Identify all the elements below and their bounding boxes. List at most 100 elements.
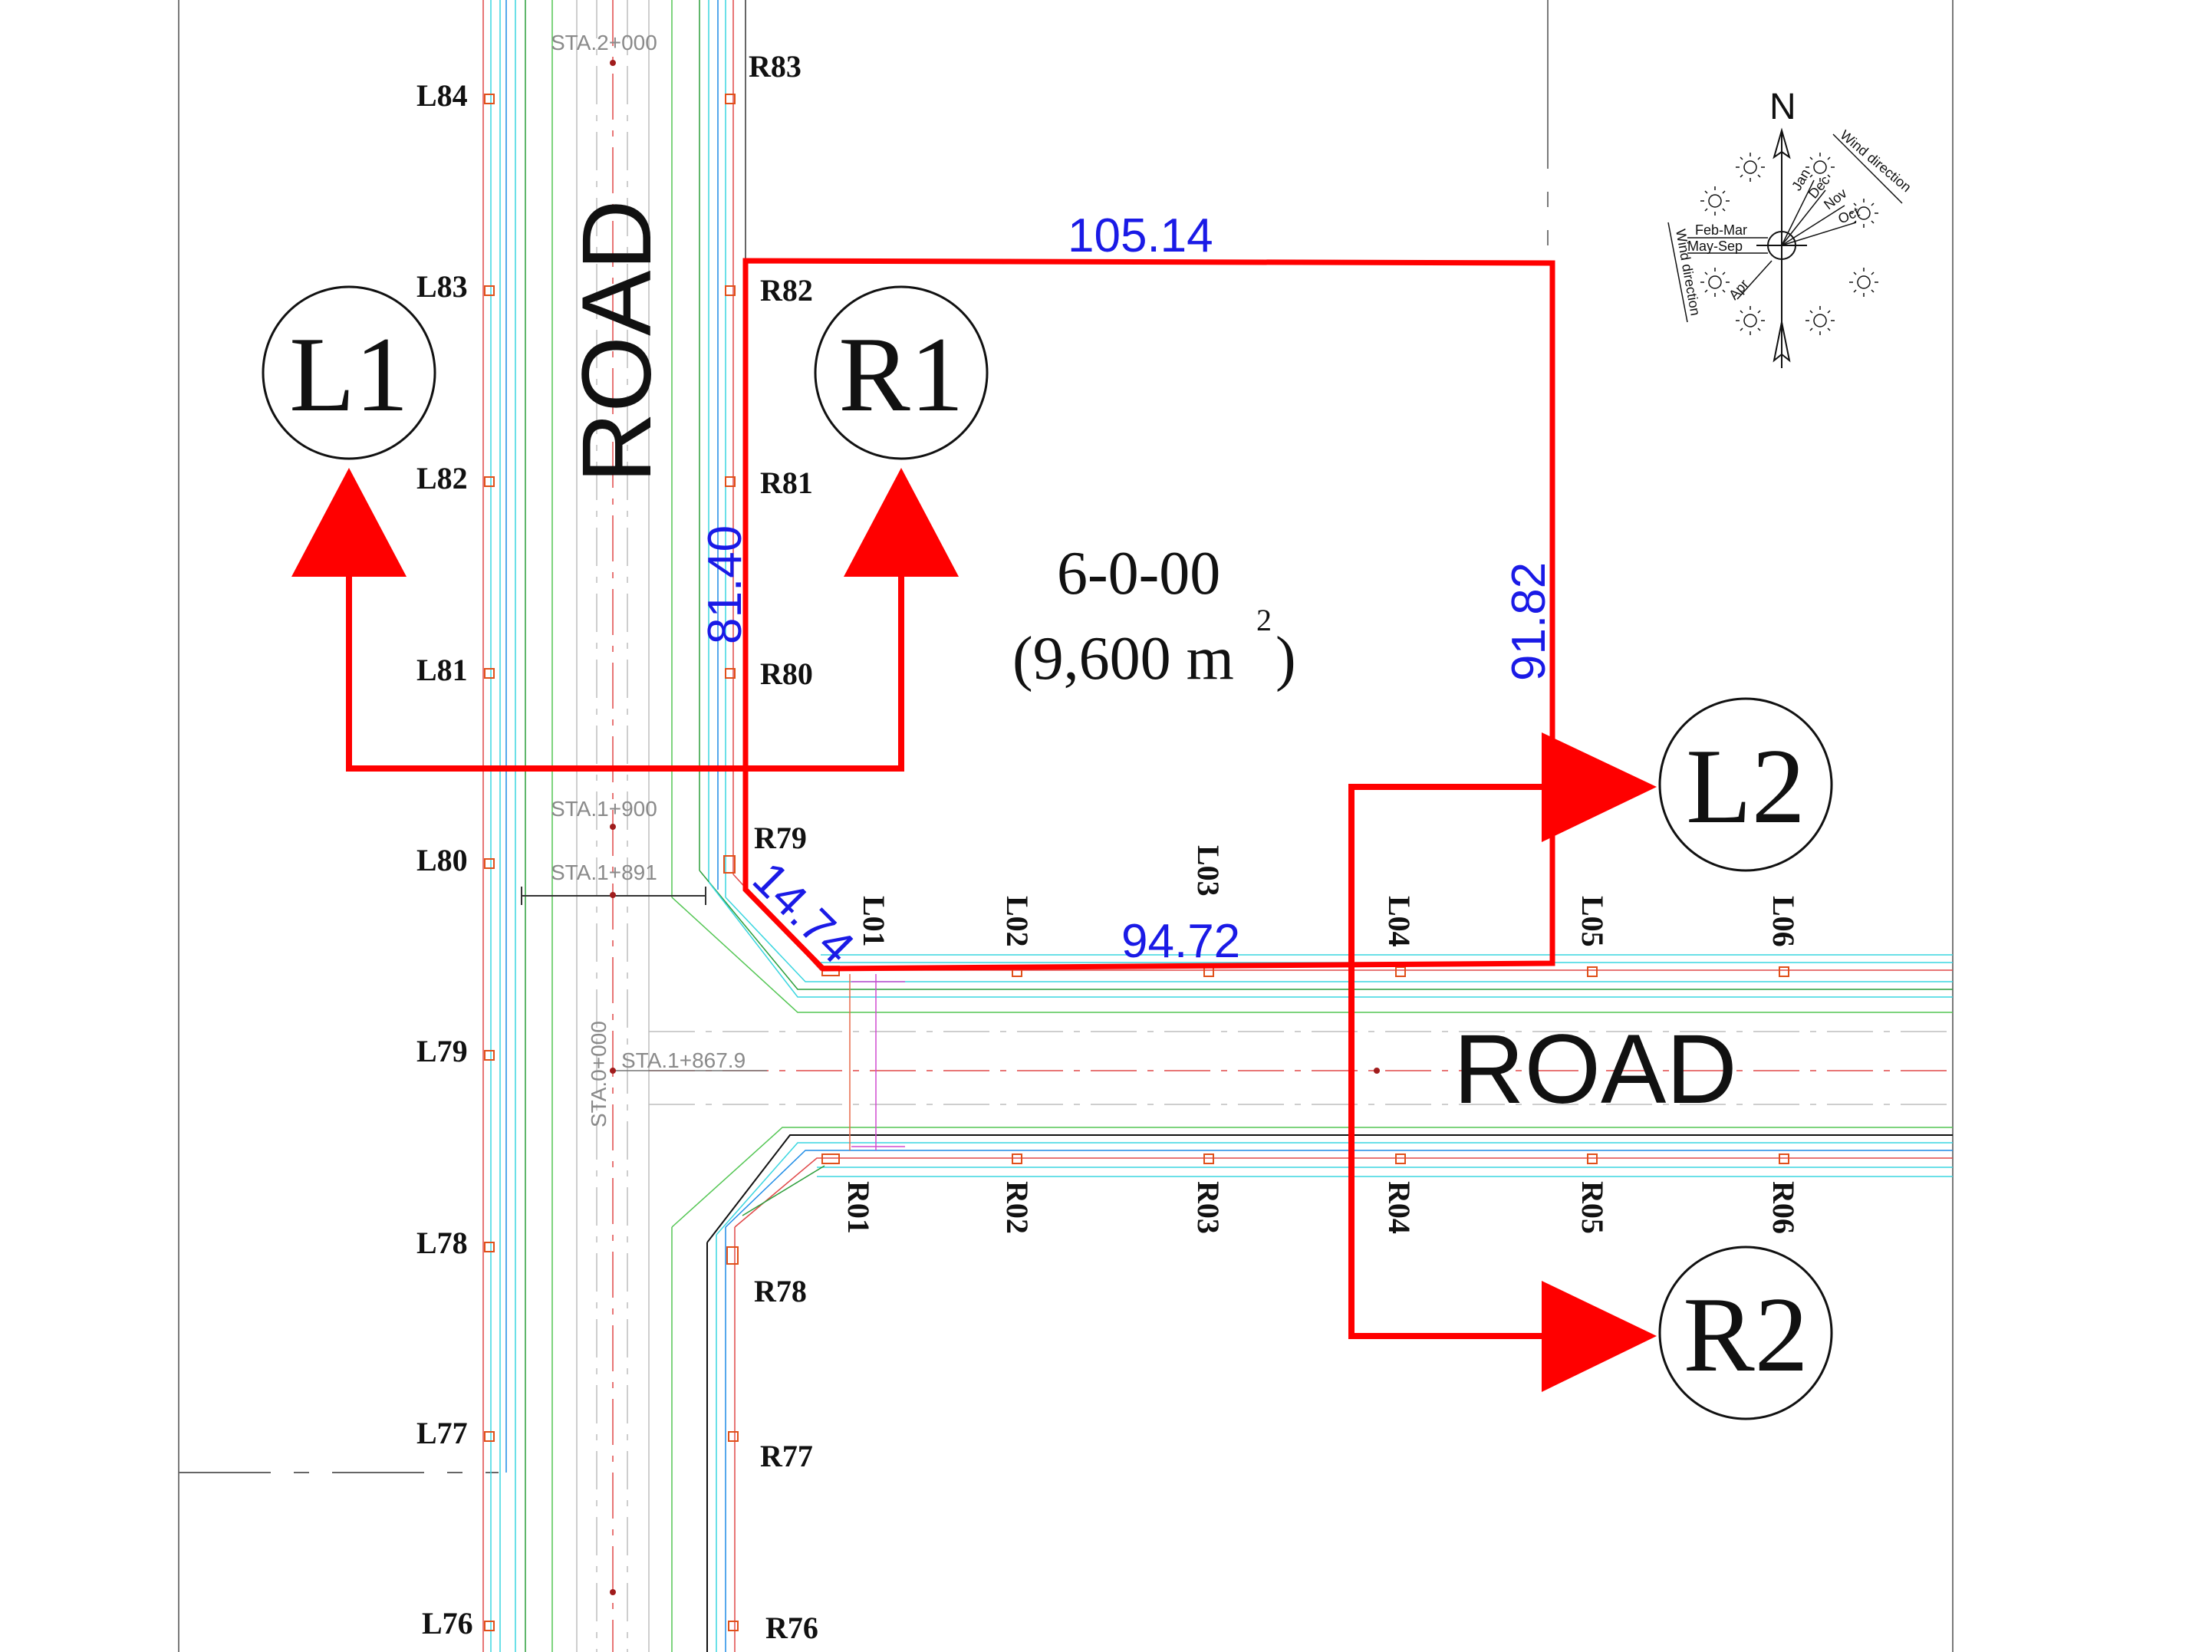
dimension-chamfer: 14.74 (742, 852, 864, 974)
peg-label-l82: L82 (416, 461, 468, 495)
peg-label-l77: L77 (416, 1416, 468, 1450)
month-feb-mar: Feb-Mar (1695, 222, 1747, 238)
section-marker-r1-label: R1 (838, 315, 963, 434)
dimension-left: 81.40 (699, 525, 752, 644)
peg-marker (728, 1431, 739, 1442)
section-marker-r2: R2 (1658, 1246, 1833, 1420)
peg-label-l05: L05 (1575, 896, 1610, 947)
station-point (610, 824, 616, 830)
peg-marker (821, 1153, 840, 1164)
section-marker-r1: R1 (814, 285, 989, 460)
peg-marker (1395, 966, 1406, 977)
peg-label-l83: L83 (416, 269, 468, 304)
arrow-up-r1 (844, 468, 959, 577)
station-label-0000: STA.0+000 (587, 1021, 611, 1127)
arrow-right-l2 (1542, 732, 1657, 842)
station-point (610, 1068, 616, 1074)
peg-marker (484, 1431, 495, 1442)
peg-marker (484, 476, 495, 487)
peg-label-r79: R79 (754, 821, 807, 855)
peg-label-l81: L81 (416, 653, 468, 687)
peg-marker (1587, 1153, 1598, 1164)
peg-marker (1587, 966, 1598, 977)
peg-label-l02: L02 (1000, 896, 1035, 947)
peg-label-l76: L76 (422, 1606, 473, 1640)
arrow-up-l1 (291, 468, 407, 577)
peg-label-l01: L01 (857, 896, 891, 947)
sun-icon (1700, 268, 1730, 297)
peg-label-r80: R80 (760, 657, 813, 691)
section-arrows (291, 468, 1657, 1392)
peg-label-r05: R05 (1575, 1181, 1610, 1234)
peg-label-r81: R81 (760, 466, 813, 500)
peg-marker (723, 855, 736, 874)
peg-label-r82: R82 (760, 273, 813, 308)
peg-marker (725, 668, 736, 679)
area-sqm-close: ) (1276, 625, 1296, 693)
peg-label-l03: L03 (1191, 845, 1226, 897)
station-point (610, 892, 616, 898)
peg-marker (725, 476, 736, 487)
peg-label-r77: R77 (760, 1439, 813, 1473)
peg-marker (484, 94, 495, 104)
peg-marker (1779, 1153, 1789, 1164)
north-label: N (1769, 87, 1796, 127)
station-label-1891: STA.1+891 (551, 861, 657, 884)
area-rai: 6-0-00 (1057, 540, 1220, 607)
station-point (610, 1589, 616, 1595)
sun-icon (1700, 186, 1730, 216)
peg-label-r02: R02 (1000, 1181, 1035, 1234)
sun-icon (1805, 153, 1835, 182)
area-square-meters: (9,600 m 2 ) (1012, 603, 1296, 693)
peg-label-l04: L04 (1382, 896, 1417, 947)
peg-label-r76: R76 (765, 1611, 818, 1645)
station-label-2000: STA.2+000 (551, 31, 657, 54)
peg-label-r06: R06 (1766, 1181, 1801, 1234)
road-label-horizontal: ROAD (1453, 1015, 1737, 1124)
property-boundary (742, 258, 1555, 972)
peg-marker (484, 668, 495, 679)
peg-marker (484, 1242, 495, 1252)
compass-rose: N Wind direction Wind direction Jan Dec … (1667, 87, 1914, 368)
peg-marker (484, 1621, 495, 1631)
dimension-right: 91.82 (1503, 562, 1555, 681)
area-sqm-superscript: 2 (1256, 603, 1272, 637)
peg-label-l80: L80 (416, 843, 468, 877)
peg-marker (484, 285, 495, 296)
sun-icon (1849, 199, 1878, 228)
section-marker-l1: L1 (262, 285, 436, 460)
peg-label-r03: R03 (1191, 1181, 1226, 1234)
section-marker-l2-label: L2 (1686, 727, 1805, 846)
road-label-vertical: ROAD (562, 199, 672, 483)
peg-marker (725, 285, 736, 296)
peg-marker (725, 94, 736, 104)
sun-icon (1736, 153, 1765, 182)
peg-marker (1395, 1153, 1406, 1164)
sun-icon (1805, 306, 1835, 335)
peg-marker (1012, 1153, 1022, 1164)
month-apr: Apr (1726, 276, 1752, 302)
peg-label-r83: R83 (749, 49, 802, 84)
peg-label-l79: L79 (416, 1034, 468, 1068)
south-arrow-tail-icon (1773, 321, 1791, 363)
peg-label-l78: L78 (416, 1226, 468, 1260)
sun-icon (1736, 306, 1765, 335)
section-line-2 (1348, 784, 1542, 1339)
peg-marker (728, 1621, 739, 1631)
dimension-top: 105.14 (1068, 209, 1213, 262)
dimension-bottom: 94.72 (1121, 915, 1240, 968)
area-sqm-value: (9,600 m (1012, 625, 1234, 693)
peg-labels: L84 L83 L82 L81 L80 L79 L78 L77 L76 R83 … (416, 49, 1801, 1645)
station-point (1374, 1068, 1380, 1074)
peg-label-l84: L84 (416, 78, 468, 113)
station-label-1900: STA.1+900 (551, 797, 657, 821)
peg-marker (1779, 966, 1789, 977)
peg-label-r04: R04 (1382, 1181, 1417, 1234)
section-marker-l2: L2 (1658, 697, 1833, 872)
month-may-sep: May-Sep (1687, 239, 1743, 254)
section-marker-l1-label: L1 (289, 315, 409, 434)
section-line-1 (346, 574, 904, 772)
peg-markers (484, 94, 1789, 1631)
arrow-right-r2 (1542, 1281, 1657, 1392)
